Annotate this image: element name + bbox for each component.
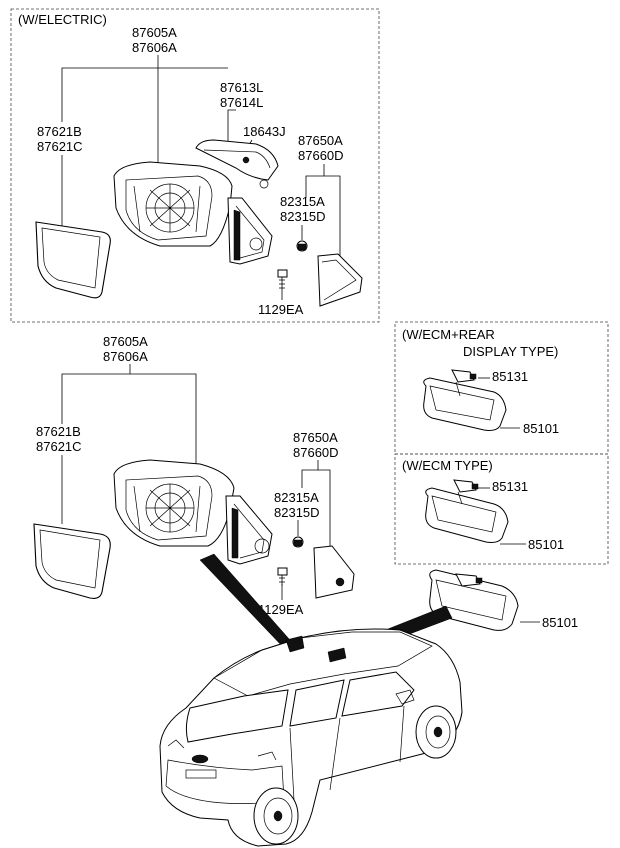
manual-leader-lines [61,364,331,600]
mirror-cover [195,139,279,189]
manual-label-speaker-1: 82315A [274,490,319,505]
manual-delta-garnish [313,545,355,599]
electric-section: (W/ELECTRIC) 87605A 87606A 87613L 87614L… [10,8,380,323]
vehicle-far-mirror [395,689,415,705]
ecm-label-mirror: 85101 [528,537,564,552]
vehicle-rear-window [185,689,289,743]
manual-mirror-housing [113,459,235,547]
ecm-section: (W/ECM TYPE) 85131 85101 [394,453,609,565]
manual-label-garnish-1: 87650A [293,430,338,445]
manual-bolt [277,567,288,586]
manual-speaker-clip-inner [293,539,303,547]
label-cover-2: 87614L [220,95,263,110]
lamp-bulb [242,156,250,164]
manual-mirror-glass [33,523,111,599]
label-garnish-2: 87660D [298,148,344,163]
label-glass-1: 87621B [37,124,82,139]
ecm-border [394,453,609,565]
speaker-clip-inner [297,243,307,251]
mirror-glass-edge [41,227,101,289]
arrow-to-side-mirror [199,553,291,647]
label-glass-2: 87621C [37,139,83,154]
vehicle-side-window-2 [341,671,415,717]
ecm-header: (W/ECM TYPE) [402,458,493,473]
vehicle-side-mirror-location [285,635,305,653]
vehicle-emblem [191,754,209,764]
vehicle-taillights [167,739,277,761]
ecm-rear-section: (W/ECM+REAR DISPLAY TYPE) 85131 85101 [394,321,609,455]
label-cover-1: 87613L [220,80,263,95]
electric-section-border [10,8,380,323]
vehicle-door-lines [289,705,405,801]
manual-label-bolt: 1129EA [258,602,304,617]
manual-mirror-base [225,495,273,565]
manual-label-glass-1: 87621B [36,424,81,439]
inside-mirror-main: 85101 [429,569,578,631]
label-bolt: 1129EA [258,302,304,317]
mirror-glass [35,221,111,299]
manual-label-mirror-assy-1: 87605A [103,334,148,349]
ecm-label-bracket: 85131 [492,479,528,494]
ecm-rear-header-line1: (W/ECM+REAR [402,327,495,342]
inside-mirror-label: 85101 [542,615,578,630]
ecm-rear-label-bracket: 85131 [492,369,528,384]
manual-label-glass-2: 87621C [36,439,82,454]
vehicle-plate-area [185,769,217,779]
manual-label-garnish-2: 87660D [293,445,339,460]
label-lamp: 18643J [243,124,286,139]
label-speaker-2: 82315D [280,209,326,224]
ecm-rear-header-line2: DISPLAY TYPE) [463,344,558,359]
manual-label-mirror-assy-2: 87606A [103,349,148,364]
electric-section-header: (W/ELECTRIC) [18,12,107,27]
vehicle-rear-wheel [253,787,299,845]
label-speaker-1: 82315A [280,194,325,209]
vehicle-side-window-1 [289,679,345,727]
manual-section: 87605A 87606A 87621B 87621C 87650A 87660… [33,334,355,617]
label-mirror-assy-1: 87605A [132,25,177,40]
vehicle-inside-mirror-location [327,647,347,663]
mirror-base [227,197,273,265]
manual-mirror-glass-edge [39,529,101,589]
bolt [277,269,288,290]
label-garnish-1: 87650A [298,133,343,148]
vehicle-front-wheel [415,705,457,759]
vehicle-illustration [159,628,463,847]
label-mirror-assy-2: 87606A [132,40,177,55]
ecm-rear-inside-mirror [423,369,507,431]
ecm-inside-mirror [425,479,509,543]
delta-garnish [317,253,363,307]
manual-label-speaker-2: 82315D [274,505,320,520]
mirror-housing [113,161,233,247]
ecm-rear-label-mirror: 85101 [523,421,559,436]
